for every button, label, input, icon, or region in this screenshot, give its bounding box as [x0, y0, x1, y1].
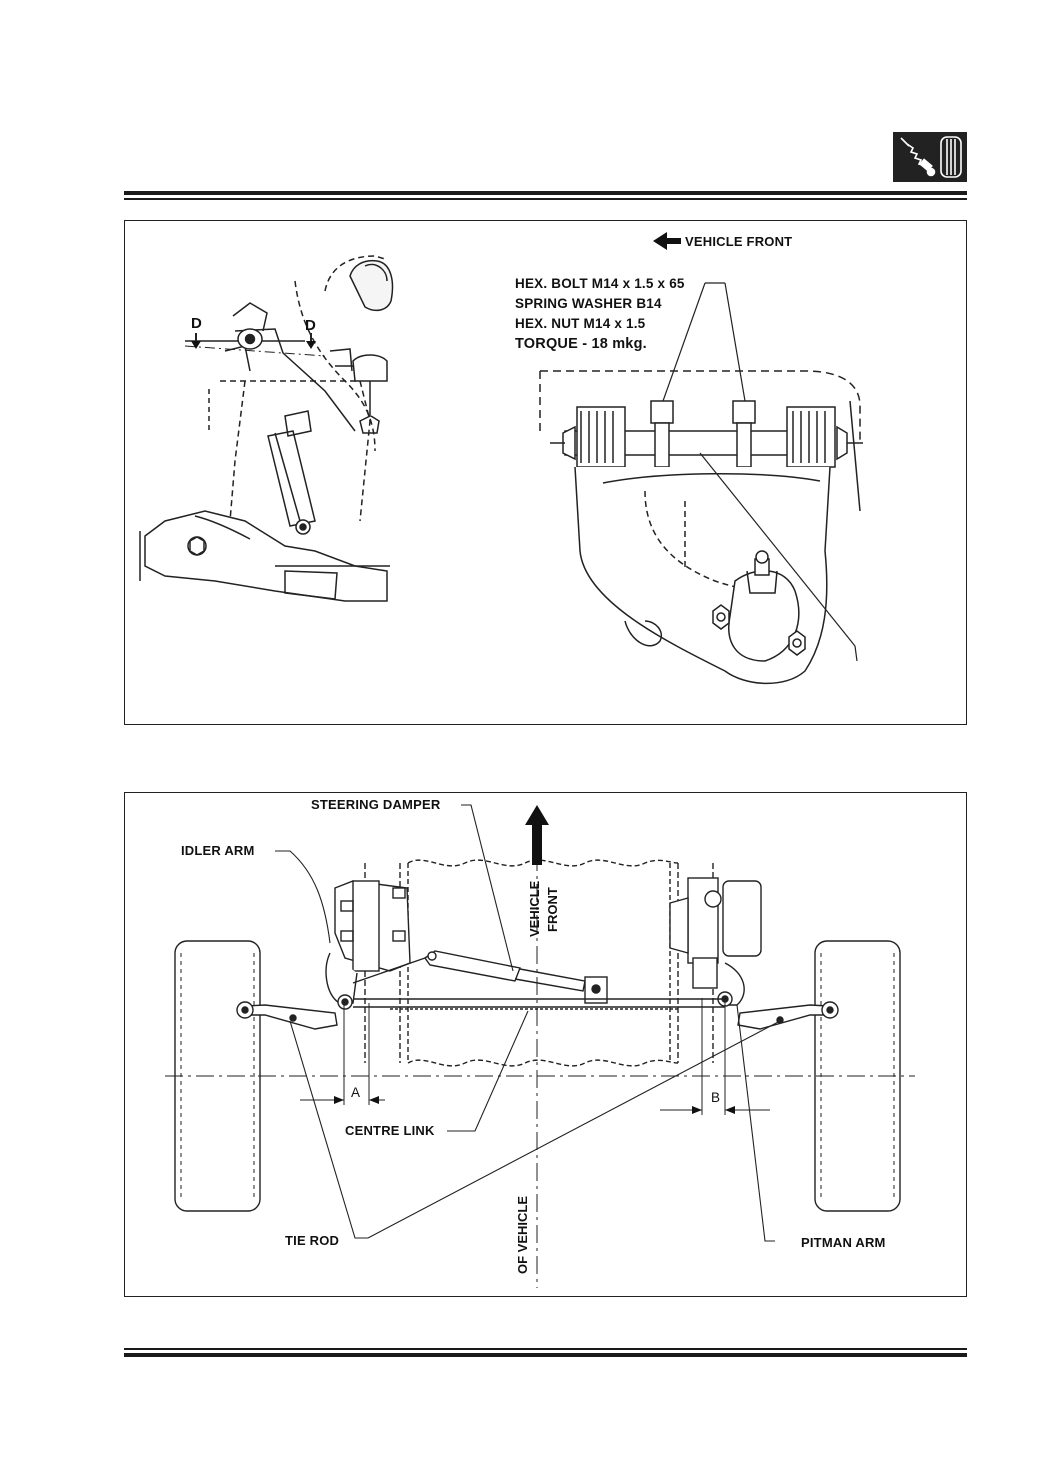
spec-washer-line: SPRING WASHER B14 — [515, 296, 662, 311]
header-rule-thin — [124, 198, 967, 200]
spec-bolt-line: HEX. BOLT M14 x 1.5 x 65 — [515, 276, 685, 291]
centre-link-label: CENTRE LINK — [345, 1123, 435, 1138]
top-figure-panel: D D VEHICLE FRONT HEX. BOLT M14 x 1.5 x … — [124, 220, 967, 725]
vehicle-front-direction-label: VEHICLE FRONT — [685, 234, 793, 249]
bottom-figure-drawing — [165, 804, 915, 1288]
suspension-shock-absorber-icon — [893, 132, 967, 182]
footer-rule-thin — [124, 1348, 967, 1350]
dimension-a-label: A — [351, 1085, 361, 1100]
pitman-arm-label: PITMAN ARM — [801, 1235, 886, 1250]
vehicle-front-label-line1: VEHICLE — [527, 880, 542, 937]
vehicle-front-label-line2: FRONT — [545, 887, 560, 932]
spec-torque-line: TORQUE - 18 mkg. — [515, 336, 647, 352]
bottom-figure-panel: STEERING DAMPER IDLER ARM VEHICLE FRONT … — [124, 792, 967, 1297]
dimension-b-label: B — [711, 1090, 721, 1105]
footer-rule-thick — [124, 1353, 967, 1357]
spec-nut-line: HEX. NUT M14 x 1.5 — [515, 316, 646, 331]
idler-arm-label: IDLER ARM — [181, 843, 255, 858]
top-figure-drawing — [139, 232, 863, 685]
of-vehicle-label: OF VEHICLE — [515, 1195, 530, 1274]
section-marker-left: D — [191, 315, 203, 332]
header-rule-thick — [124, 191, 967, 195]
section-marker-right: D — [305, 317, 317, 334]
steering-damper-label: STEERING DAMPER — [311, 797, 441, 812]
tie-rod-label: TIE ROD — [285, 1233, 340, 1248]
